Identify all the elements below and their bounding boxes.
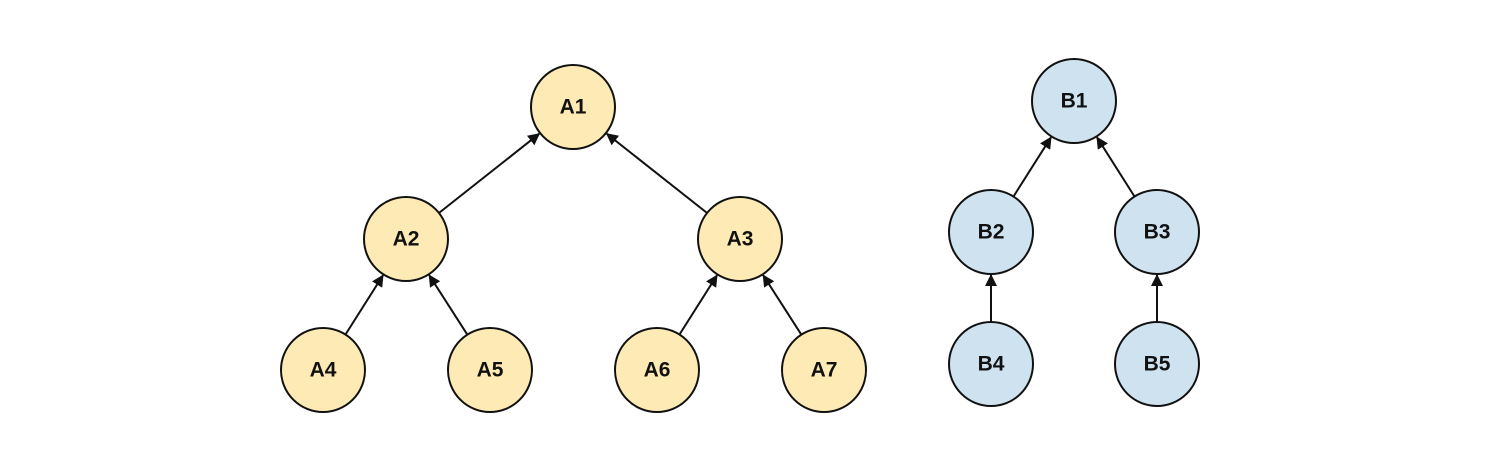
node-a1-label: A1 (560, 96, 587, 119)
tree-b-edges (985, 136, 1163, 322)
node-a1: A1 (530, 64, 616, 150)
node-a7: A7 (781, 327, 867, 413)
node-a6-circle (614, 327, 700, 413)
node-a2-label: A2 (393, 228, 420, 251)
node-b4: B4 (948, 321, 1034, 407)
node-b5: B5 (1114, 321, 1200, 407)
node-a2-circle (363, 196, 449, 282)
node-b2-circle (948, 189, 1034, 275)
edge-a7-to-a3 (762, 274, 803, 336)
edge-a2-to-a1 (438, 132, 541, 214)
node-a4-label: A4 (310, 359, 337, 382)
node-a7-label: A7 (811, 359, 838, 382)
node-b2: B2 (948, 189, 1034, 275)
node-b5-label: B5 (1144, 353, 1171, 376)
edge-b2-to-b1 (1012, 136, 1052, 198)
node-b4-label: B4 (978, 353, 1005, 376)
edge-b3-to-b1 (1096, 136, 1136, 198)
node-a3-label: A3 (727, 228, 754, 251)
node-a7-circle (781, 327, 867, 413)
node-b1-label: B1 (1061, 90, 1088, 113)
tree-b: B1 B2 B3 B4 B5 (948, 58, 1200, 407)
node-b1: B1 (1031, 58, 1117, 144)
edge-a5-to-a2 (428, 274, 469, 336)
edge-a4-to-a2 (344, 274, 384, 336)
node-b3: B3 (1114, 189, 1200, 275)
node-b3-circle (1114, 189, 1200, 275)
node-a4: A4 (280, 327, 366, 413)
node-a5-circle (447, 327, 533, 413)
node-a6: A6 (614, 327, 700, 413)
node-a5-label: A5 (477, 359, 504, 382)
node-a5: A5 (447, 327, 533, 413)
node-b3-label: B3 (1144, 221, 1171, 244)
node-a3-circle (697, 196, 783, 282)
node-a2: A2 (363, 196, 449, 282)
edge-a6-to-a3 (678, 274, 718, 336)
edge-a3-to-a1 (605, 132, 708, 214)
node-a3: A3 (697, 196, 783, 282)
node-b1-circle (1031, 58, 1117, 144)
node-b5-circle (1114, 321, 1200, 407)
node-a4-circle (280, 327, 366, 413)
node-b4-circle (948, 321, 1034, 407)
node-b2-label: B2 (978, 221, 1005, 244)
node-a1-circle (530, 64, 616, 150)
tree-a-edges (344, 132, 803, 336)
tree-a: A1 A2 A3 A4 A5 A6 A7 (280, 64, 867, 413)
node-a6-label: A6 (644, 359, 671, 382)
